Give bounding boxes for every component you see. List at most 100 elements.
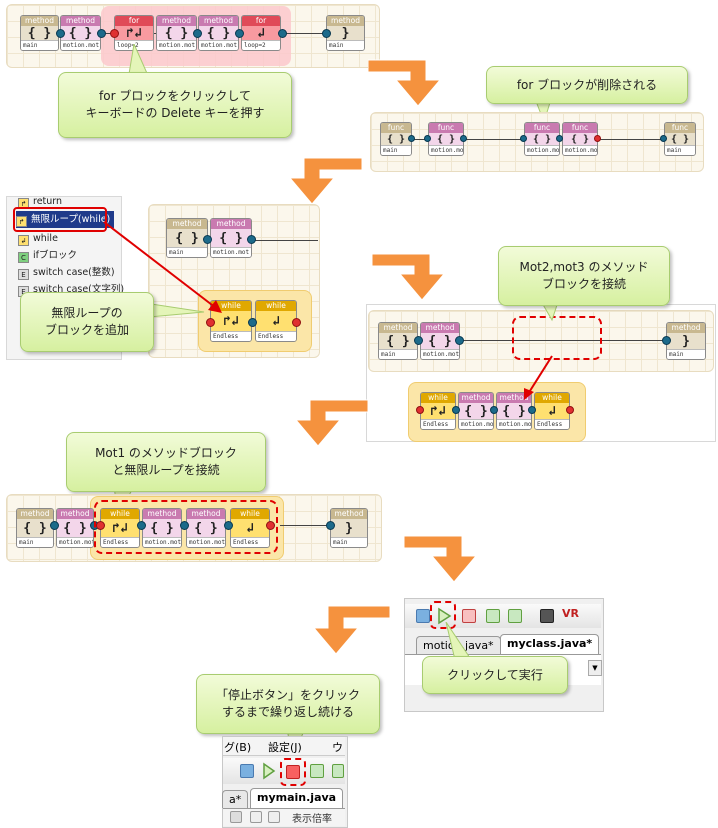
- block-main-end[interactable]: method } main: [666, 322, 706, 360]
- tab-other[interactable]: a*: [222, 790, 249, 808]
- copy-icon[interactable]: [250, 811, 262, 823]
- connector-dot: [452, 406, 460, 414]
- connector-dot: [556, 135, 563, 142]
- block-main-end[interactable]: method } main: [330, 508, 368, 548]
- run-icon[interactable]: [262, 762, 276, 780]
- menu-window[interactable]: ウ: [332, 741, 343, 754]
- block-main-start[interactable]: method { } main: [20, 15, 59, 51]
- step-icon[interactable]: [310, 764, 324, 778]
- connector-dot: [662, 336, 671, 345]
- step-arrow-6: [312, 605, 390, 655]
- connected-group-outline: [94, 500, 278, 554]
- deploy-icon[interactable]: [416, 609, 430, 623]
- connector-dot: [278, 29, 287, 38]
- func-block-motion-3[interactable]: func { } motion.mot: [562, 122, 598, 156]
- menu-settings[interactable]: 設定(J): [268, 741, 302, 754]
- paste-icon[interactable]: [268, 811, 280, 823]
- connector-dot: [594, 135, 601, 142]
- connector-dot: [247, 235, 256, 244]
- connector-dot: [424, 135, 431, 142]
- window-icon[interactable]: [540, 609, 554, 623]
- connector-dot: [206, 318, 215, 327]
- callout-step6: クリックして実行: [422, 656, 568, 694]
- connector-dot: [96, 521, 105, 530]
- connector-dot: [460, 135, 467, 142]
- connector-dot: [414, 336, 423, 345]
- block-main-start[interactable]: method { } main: [378, 322, 418, 360]
- connector-dot: [408, 135, 415, 142]
- switch-icon: E: [18, 269, 29, 280]
- while-block-end[interactable]: while ↲ Endless: [534, 392, 570, 430]
- func-block-motion-1[interactable]: func { } motion.mot: [428, 122, 464, 156]
- callout-pointer: [138, 301, 205, 319]
- step-arrow-1: [368, 59, 442, 107]
- block-motion-1[interactable]: method { } motion.mot: [60, 15, 101, 51]
- menu-debug[interactable]: グ(B): [224, 741, 252, 754]
- loop-icon: ↱: [16, 216, 27, 227]
- palette-item-endless-while[interactable]: ↱無限ループ(while): [16, 211, 115, 228]
- step-arrow-4: [294, 399, 368, 447]
- block-main-end[interactable]: method } main: [326, 15, 365, 51]
- while-block-start[interactable]: while ↱↲ Endless: [420, 392, 456, 430]
- connector-dot: [203, 235, 212, 244]
- palette-selection-outline: [13, 207, 107, 232]
- connector-dot: [455, 336, 464, 345]
- step-arrow-5: [404, 535, 478, 583]
- while-block-start[interactable]: while ↱↲ Endless: [100, 508, 140, 548]
- run-button-highlight: [430, 601, 456, 629]
- tab-myclass-java[interactable]: myclass.java*: [500, 634, 600, 654]
- block-motion-1[interactable]: method { } motion.mot: [420, 322, 460, 360]
- while-block-end[interactable]: while ↲ Endless: [230, 508, 270, 548]
- connector-dot: [248, 318, 257, 327]
- block-motion-1[interactable]: method { } motion.mot: [210, 218, 252, 258]
- connect-arrow: [524, 355, 553, 400]
- run-icon[interactable]: [436, 607, 452, 625]
- deploy-icon[interactable]: [240, 764, 254, 778]
- block-motion-3[interactable]: method { } motion.mot: [198, 15, 239, 51]
- block-motion-2[interactable]: method { } motion.mot: [156, 15, 197, 51]
- connector-dot: [520, 135, 527, 142]
- connector-dot: [326, 521, 335, 530]
- stop-icon[interactable]: [286, 765, 300, 779]
- tab-mymain-java[interactable]: mymain.java: [250, 788, 344, 808]
- connector-dot: [235, 29, 244, 38]
- while-block-end[interactable]: while ↲ Endless: [255, 300, 297, 342]
- callout-step4: Mot2,mot3 のメソッド ブロックを接続: [498, 246, 670, 306]
- if-icon: C: [18, 252, 29, 263]
- connector-dot: [180, 521, 189, 530]
- connector-dot: [528, 406, 536, 414]
- while-icon: ↲: [18, 235, 29, 246]
- block-motion-3[interactable]: method { } motion.mot: [186, 508, 226, 548]
- stop-icon[interactable]: [462, 609, 476, 623]
- func-block-motion-2[interactable]: func { } motion.mot: [524, 122, 560, 156]
- reload-icon[interactable]: [508, 609, 522, 623]
- reload-icon[interactable]: [332, 764, 344, 778]
- step-arrow-2: [288, 157, 362, 205]
- step-icon[interactable]: [486, 609, 500, 623]
- callout-step7: 「停止ボタン」をクリック するまで繰り返し続ける: [196, 674, 380, 734]
- callout-step2: for ブロックが削除される: [486, 66, 688, 104]
- connector-dot: [660, 135, 667, 142]
- edit-icon[interactable]: [230, 811, 242, 823]
- tab-bar: [405, 636, 601, 655]
- block-main-start[interactable]: method { } main: [16, 508, 54, 548]
- zoom-label: 表示倍率: [292, 814, 332, 825]
- dropdown-arrow[interactable]: ▼: [588, 660, 602, 676]
- step-arrow-3: [372, 253, 446, 301]
- drag-arrow: [103, 221, 222, 313]
- connector-dot: [416, 406, 424, 414]
- connector-dot: [56, 29, 65, 38]
- connector-dot: [490, 406, 498, 414]
- block-main-start[interactable]: method { } main: [166, 218, 208, 258]
- connector-dot: [322, 29, 331, 38]
- block-motion-1[interactable]: method { } motion.mot: [56, 508, 94, 548]
- callout-step5: Mot1 のメソッドブロック と無限ループを接続: [66, 432, 266, 492]
- func-block-main-end[interactable]: func { } main: [664, 122, 696, 156]
- palette-item-while[interactable]: ↲while: [18, 230, 58, 247]
- connector-dot: [110, 29, 119, 38]
- block-motion-2[interactable]: method { } motion.mot: [458, 392, 494, 430]
- block-for-end[interactable]: for ↲ loop=2: [241, 15, 281, 51]
- vr-icon[interactable]: VR: [562, 607, 579, 620]
